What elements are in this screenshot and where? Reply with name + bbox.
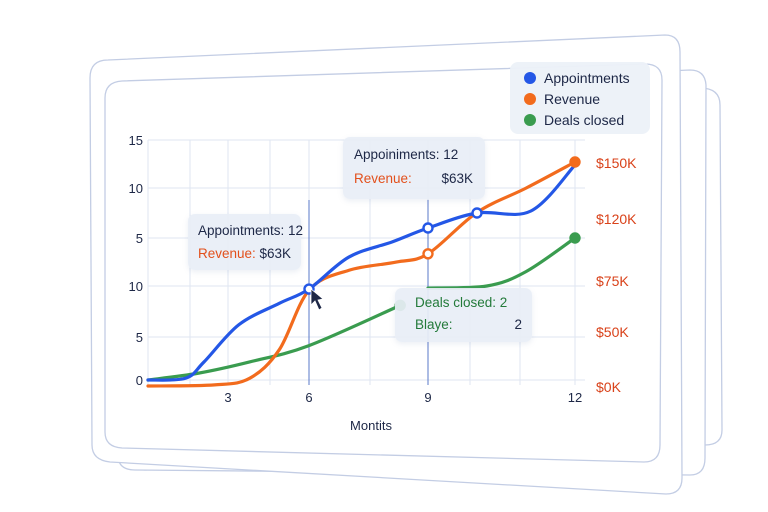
- tooltip-deals-label: Deals closed: 2: [415, 295, 508, 310]
- cursor-icon: [310, 288, 324, 311]
- y-right-tick-label: $75K: [596, 273, 629, 289]
- tooltip-appointments: Appoiniments: 12: [354, 147, 459, 162]
- tooltip-revenue-value: $63K: [441, 171, 473, 186]
- legend-item-appointments[interactable]: Appointments: [524, 70, 630, 86]
- axes: 0 5 10 5 10 15 $0K $50K $75K $120K $150K 3 6 9 12Monti…: [129, 133, 638, 433]
- x-tick-label: 9: [424, 390, 431, 405]
- legend: Appointments Revenue Deals closed: [510, 62, 650, 134]
- tooltip-blaye-label: Blaye:: [415, 317, 453, 332]
- tooltip-appointments: Appointments: 12: [198, 223, 304, 238]
- data-point-marker: [422, 222, 434, 234]
- legend-item-revenue[interactable]: Revenue: [524, 91, 600, 107]
- x-tick-label: 3: [224, 390, 231, 405]
- y-left-tick-label: 10: [129, 181, 143, 196]
- y-left-tick-label: 5: [136, 330, 143, 345]
- appointments-dot-icon: [524, 72, 536, 84]
- y-left-tick-label: 15: [129, 133, 143, 148]
- tooltip-blaye-value: 2: [514, 317, 522, 332]
- data-point-marker: [422, 248, 434, 260]
- x-axis-label: Montits: [350, 418, 392, 433]
- y-right-tick-label: $150K: [596, 155, 637, 171]
- deals-dot-icon: [524, 114, 536, 126]
- legend-item-deals-closed[interactable]: Deals closed: [524, 112, 624, 128]
- data-point-marker: [471, 207, 483, 219]
- y-right-tick-label: $120K: [596, 211, 637, 227]
- x-tick-label: 12: [568, 390, 582, 405]
- series-line-deals-closed: [426, 236, 577, 290]
- tooltip-month-6: Appointments: 12 Revenue: $63K: [188, 214, 304, 270]
- y-left-tick-label: 5: [136, 231, 143, 246]
- data-point-marker: [569, 232, 581, 244]
- tooltip-deals: Deals closed: 2 Blaye: 2: [395, 288, 532, 342]
- x-tick-label: 6: [305, 390, 312, 405]
- y-right-tick-label: $0K: [596, 379, 622, 395]
- tooltip-revenue-value: $63K: [259, 246, 291, 261]
- legend-label: Deals closed: [544, 112, 625, 128]
- y-left-tick-label: 10: [129, 279, 143, 294]
- tooltip-revenue-label: Revenue:: [354, 171, 412, 186]
- series-line-revenue: [146, 160, 577, 388]
- revenue-dot-icon: [524, 93, 536, 105]
- tooltip-revenue-label: Revenue:: [198, 246, 256, 261]
- y-left-tick-label: 0: [136, 373, 143, 388]
- data-point-marker: [569, 156, 581, 168]
- legend-label: Revenue: [544, 91, 601, 107]
- legend-label: Appointments: [544, 70, 630, 86]
- series-line-deals-closed: [146, 303, 402, 382]
- series-lines: [146, 160, 577, 388]
- y-right-tick-label: $50K: [596, 324, 629, 340]
- series-line-appointments: [146, 163, 577, 382]
- tooltip-month-9: Appoiniments: 12 Revenue: $63K: [343, 137, 485, 199]
